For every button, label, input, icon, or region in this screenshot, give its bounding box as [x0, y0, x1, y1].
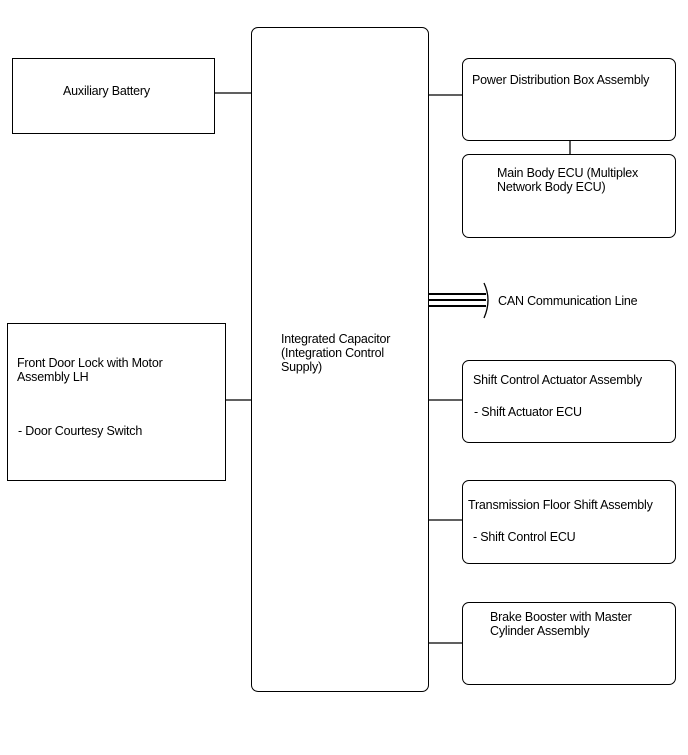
integrated-capacitor-label: Integrated Capacitor (Integration Contro…: [281, 332, 391, 374]
shift-control-ecu-label: - Shift Control ECU: [473, 530, 576, 544]
auxiliary-battery-label: Auxiliary Battery: [63, 84, 150, 98]
main-body-ecu-box: [462, 154, 676, 238]
door-courtesy-switch-label: - Door Courtesy Switch: [18, 424, 143, 438]
main-body-ecu-label: Main Body ECU (Multiplex Network Body EC…: [497, 166, 639, 194]
transmission-floor-shift-title: Transmission Floor Shift Assembly: [468, 498, 653, 512]
front-door-lock-title: Front Door Lock with Motor Assembly LH: [17, 356, 163, 384]
shift-actuator-ecu-label: - Shift Actuator ECU: [474, 405, 582, 419]
brake-booster-box: [462, 602, 676, 685]
power-distribution-label: Power Distribution Box Assembly: [472, 73, 650, 87]
brake-booster-label: Brake Booster with Master Cylinder Assem…: [490, 610, 632, 638]
can-bus-lines: [428, 282, 489, 319]
integrated-capacitor-box: [251, 27, 429, 692]
front-door-lock-box: [7, 323, 226, 481]
can-bus-break-mark: [483, 282, 489, 319]
auxiliary-battery-box: [12, 58, 215, 134]
shift-control-actuator-title: Shift Control Actuator Assembly: [473, 373, 642, 387]
shift-control-actuator-box: [462, 360, 676, 443]
power-distribution-box: [462, 58, 676, 141]
transmission-floor-shift-box: [462, 480, 676, 564]
can-communication-label: CAN Communication Line: [498, 294, 638, 308]
